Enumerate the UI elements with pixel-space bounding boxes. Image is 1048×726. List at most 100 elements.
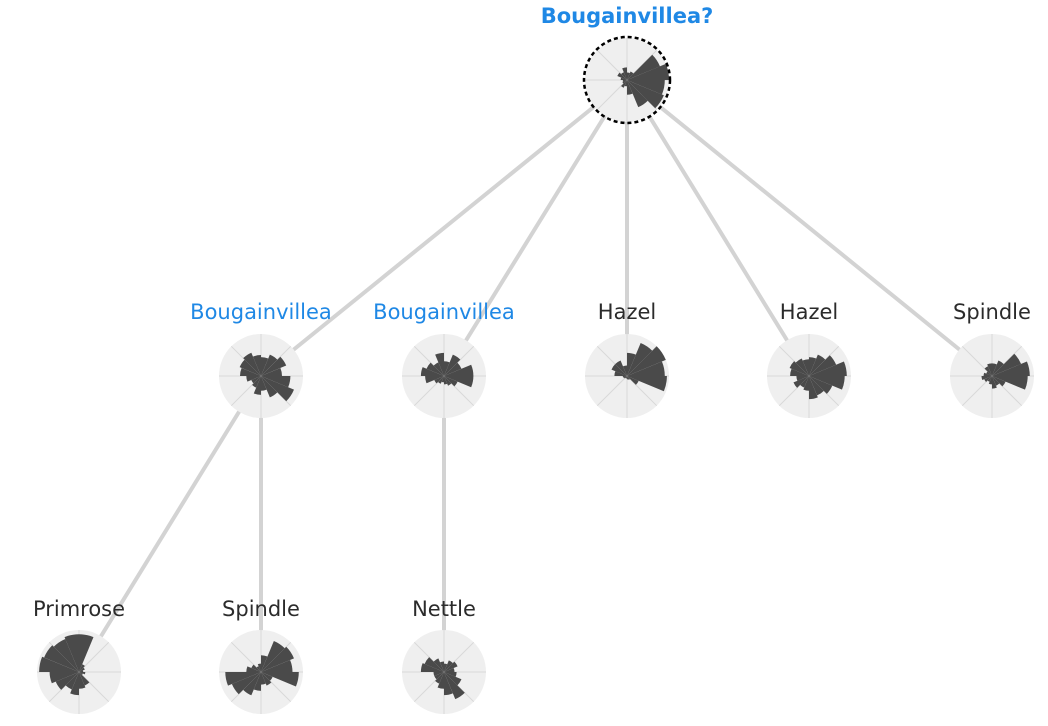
glyph-petal [627,376,667,392]
glyph-petal [261,354,278,376]
glyph-petal [261,659,293,672]
glyph-petal [261,376,291,388]
glyph-petal [992,376,1028,390]
node-h1[interactable]: Hazel [585,300,669,418]
glyph-petal [424,657,444,672]
glyph-petal [981,376,992,381]
node-label-h1: Hazel [598,300,656,324]
glyph-petal [992,363,997,376]
glyph-petal [261,376,278,398]
edge-root-to-s1 [625,78,994,378]
node-b2[interactable]: Bougainvillea [373,300,515,418]
glyph-petal [261,646,294,672]
glyph-petal [988,376,992,385]
glyph-petal [627,343,653,376]
glyph-petal [623,376,627,379]
glyph-petal [439,661,444,672]
glyph-petal [261,357,269,376]
glyph-petal [420,663,444,672]
node-sp2[interactable]: Spindle [219,597,303,714]
glyph-petal [809,376,833,394]
glyph-petal [444,376,458,387]
glyph-petal [626,376,627,379]
glyph-petal [809,376,818,400]
glyph-petal [622,365,627,376]
glyph-petal [796,376,809,381]
node-label-p1: Primrose [33,597,125,621]
rose-glyph-b1 [219,334,303,418]
glyph-petal [624,80,627,87]
glyph-petal [622,67,627,80]
glyph-petal [444,672,457,677]
glyph-petal [992,376,1006,387]
glyph-petal [627,376,639,385]
glyph-petal [984,366,992,376]
glyph-petal [627,80,648,108]
glyph-petal [809,376,845,390]
glyph-petal [261,672,272,686]
node-p1[interactable]: Primrose [33,597,125,714]
glyph-petal [992,361,1030,376]
glyph-petal [261,376,294,402]
glyph-petal [434,376,444,384]
rose-glyph-p1 [37,630,121,714]
node-s1[interactable]: Spindle [950,300,1034,418]
glyph-petal [251,664,261,672]
rose-glyph-h1 [585,334,669,418]
glyph-petal [627,352,636,376]
glyph-petal [627,54,660,80]
glyph-petal [444,362,462,376]
node-n1[interactable]: Nettle [402,597,486,714]
node-label-h2: Hazel [780,300,838,324]
glyph-petal [437,672,444,689]
glyph-petal [261,356,287,376]
node-h2[interactable]: Hazel [767,300,851,418]
edge-b1-to-p1 [77,374,263,674]
glyph-petal [803,376,809,391]
glyph-petal [809,357,817,376]
node-label-b2: Bougainvillea [373,300,515,324]
node-b1[interactable]: Bougainvillea [190,300,332,418]
edges-layer [77,78,994,674]
glyph-petal [444,672,462,686]
glyph-petal [79,634,94,672]
glyph-petal [627,80,664,109]
glyph-petal [444,663,448,672]
glyph-petal [79,672,83,675]
glyph-gridline [596,79,628,111]
glyph-petal [64,634,79,672]
glyph-petal [243,352,261,376]
node-label-n1: Nettle [412,597,476,621]
glyph-petal [79,670,84,672]
glyph-petal [992,376,997,389]
glyph-petal [53,639,79,672]
glyph-petal [627,376,629,380]
node-root[interactable]: Bougainvillea? [541,4,714,125]
glyph-petal [261,672,299,687]
glyph-petal [627,63,669,80]
rose-glyph-s1 [950,334,1034,418]
glyph-petal [983,372,992,376]
glyph-petal [627,361,665,376]
glyph-petal [252,376,261,388]
glyph-petal [802,359,809,376]
glyph-petal [251,376,261,384]
glyph-petal [49,672,79,684]
glyph-petal [444,661,458,672]
glyph-petal [79,667,85,672]
glyph-petal [992,353,1022,376]
edge-root-to-b2 [442,78,629,378]
edge-root-to-h2 [625,78,811,378]
glyph-petal [246,376,261,382]
glyph-petal [55,672,79,690]
glyph-petal [261,672,273,681]
glyph-petal [243,672,261,696]
glyph-petal [239,359,261,376]
glyph-petal [617,72,627,80]
glyph-petal [622,376,627,378]
glyph-petal [444,361,450,376]
glyph-petal [793,376,809,388]
glyph-petal [261,367,282,376]
glyph-petal [435,672,444,684]
